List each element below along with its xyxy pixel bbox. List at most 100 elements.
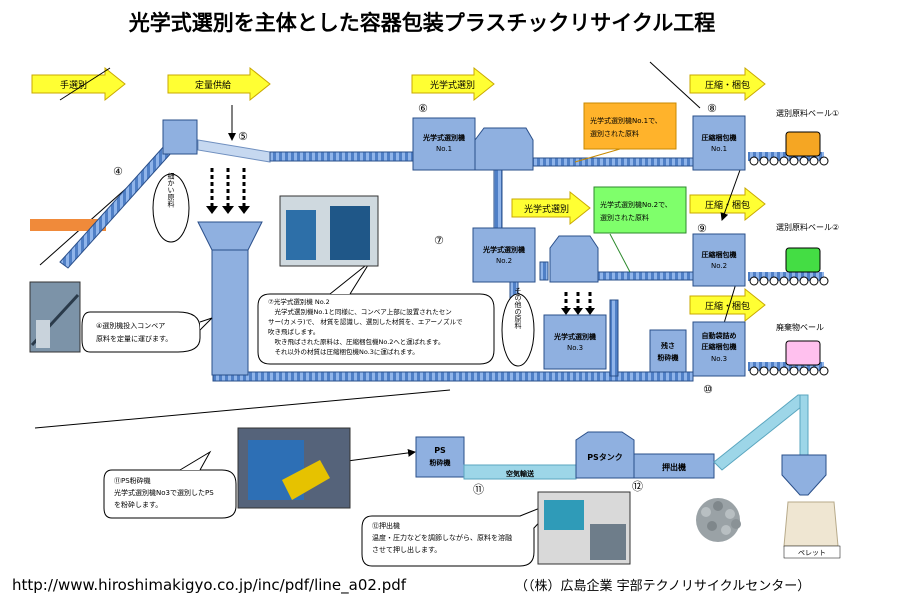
step-number-12: ⑫ xyxy=(632,480,643,493)
baler-3-label-2: 圧縮梱包機 xyxy=(702,342,737,351)
feed-hopper-box xyxy=(162,119,198,155)
callout-12: ⑫押出機 温度・圧力などを調節しながら、原料を溶融 させて押し出します。 xyxy=(361,499,561,567)
callout-7-line-2: 光学式選別機No.1と同様に、コンベア上部に設置されたセン xyxy=(268,307,452,316)
step-number-8: ⑧ xyxy=(707,102,717,115)
callout-7-line-6: それ以外の材質は圧縮梱包機No.3に運ばれます。 xyxy=(268,347,419,356)
baler-2-number: No.2 xyxy=(711,262,727,270)
callout-11-line-1: ⑪PS粉砕機 xyxy=(114,476,151,485)
falling-material-arrows xyxy=(210,168,246,208)
residue-crusher-label-1: 残さ xyxy=(661,341,675,350)
photo-pellets xyxy=(696,498,741,542)
step-number-4: ④ xyxy=(113,165,123,178)
residue-crusher-label-2: 粉砕機 xyxy=(658,353,679,362)
baler-1-number: No.1 xyxy=(711,145,727,153)
note-fine-material: 細かい原料 xyxy=(152,172,190,243)
page-title: 光学式選別を主体とした容器包装プラスチックリサイクル工程 xyxy=(128,11,716,35)
ps-tank-label: PSタンク xyxy=(587,452,623,462)
photo-feed-conveyor xyxy=(29,281,81,353)
baler-2: 圧縮梱包機 No.2 xyxy=(692,233,746,287)
callout-7-line-5: 吹き飛ばされた原料は、圧縮梱包機No.2へと運ばれます。 xyxy=(268,337,444,346)
residue-crusher: 残さ 粉砕機 xyxy=(649,329,687,373)
roller-beds xyxy=(749,156,829,376)
step-number-7: ⑦ xyxy=(434,234,444,247)
baler-3: 自動袋詰め 圧縮梱包機 No.3 xyxy=(692,321,746,377)
optical-sorter-3-label: 光学式選別機 xyxy=(553,332,596,341)
step-number-10: ⑩ xyxy=(703,383,713,396)
output-bale-1: 選別原料ベール① xyxy=(776,108,839,157)
arrow-compress-1: 圧縮・梱包 xyxy=(689,66,766,102)
fine-material-column xyxy=(211,249,249,376)
note-other-material-text: その他の原料 xyxy=(514,287,522,330)
callout-4: ④選別機投入コンベア 原料を定量に運びます。 xyxy=(81,311,213,353)
optical-sorter-1-number: No.1 xyxy=(436,145,452,153)
photo-pellet-bag: ペレット xyxy=(783,501,841,559)
ps-crusher: PS 粉砕機 xyxy=(415,436,465,478)
note-fine-material-text: 細かい原料 xyxy=(167,172,175,209)
optical-sorter-1-hood xyxy=(474,127,534,171)
arrow-optical-sort-1: 光学式選別 xyxy=(411,66,495,102)
ps-crusher-label-1: PS xyxy=(434,446,446,455)
arrow-quantitative-feed: 定量供給 xyxy=(167,66,271,102)
fine-material-funnel xyxy=(197,221,263,251)
callout-11: ⑪PS粉砕機 光学式選別機No3で選別したPS を粉砕します。 xyxy=(103,450,237,519)
footer-credit: （（株）広島企業 宇部テクノリサイクルセンター） xyxy=(515,578,810,594)
step-number-9: ⑨ xyxy=(697,222,707,235)
baler-3-number: No.3 xyxy=(711,355,727,363)
footer-url[interactable]: http://www.hiroshimakigyo.co.jp/inc/pdf/… xyxy=(12,576,407,595)
arrow-quantitative-feed-label: 定量供給 xyxy=(195,79,231,91)
photo-optical-sorter xyxy=(279,195,379,267)
callout-11-line-2: 光学式選別機No3で選別したPS xyxy=(114,488,214,497)
callout-7: ⑦光学式選別機 No.2 光学式選別機No.1と同様に、コンベア上部に設置された… xyxy=(257,261,495,365)
pellet-label: ペレット xyxy=(798,549,826,557)
note-box-sorter-2: 光学式選別機No.2で、 選別された原料 xyxy=(593,186,687,234)
step-number-11: ⑪ xyxy=(473,483,484,496)
optical-sorter-3: 光学式選別機 No.3 xyxy=(543,314,607,370)
note-box-sorter-1-line-2: 選別された原料 xyxy=(590,129,639,138)
arrow-optical-sort-1-label: 光学式選別 xyxy=(430,79,475,91)
arrow-compress-3-label: 圧縮・梱包 xyxy=(705,300,750,312)
extruder-label: 押出機 xyxy=(662,462,686,472)
callout-12-line-1: ⑫押出機 xyxy=(372,521,400,530)
optical-sorter-3-number: No.3 xyxy=(567,344,583,352)
photo-ps-crusher xyxy=(237,427,351,509)
callout-4-line-2: 原料を定量に運びます。 xyxy=(96,334,172,343)
optical-sorter-2: 光学式選別機 No.2 xyxy=(472,227,536,283)
optical-sorter-1: 光学式選別機 No.1 xyxy=(412,117,476,171)
optical-sorter-2-label: 光学式選別機 xyxy=(482,245,525,254)
output-waste-bale: 廃棄物ベール xyxy=(776,322,824,366)
output-bale-2-label: 選別原料ベール② xyxy=(776,222,839,232)
callout-12-line-3: させて押し出します。 xyxy=(372,545,441,554)
ps-tank: PSタンク xyxy=(575,431,635,479)
callout-7-line-4: 吹き飛ばします。 xyxy=(268,327,319,336)
arrow-manual-sort-label: 手選別 xyxy=(60,79,87,91)
baler-1-label: 圧縮梱包機 xyxy=(702,133,737,142)
air-transport-pipe: 空気輸送 xyxy=(463,464,577,480)
output-waste-bale-label: 廃棄物ベール xyxy=(776,322,824,332)
arrow-optical-sort-2: 光学式選別 xyxy=(511,190,591,226)
arrow-optical-sort-2-label: 光学式選別 xyxy=(524,203,569,215)
arrow-compress-3: 圧縮・梱包 xyxy=(689,287,766,323)
note-box-sorter-1-line-1: 光学式選別機No.1で、 xyxy=(590,116,662,125)
optical-sorter-1-label: 光学式選別機 xyxy=(422,133,465,142)
arrow-manual-sort: 手選別 xyxy=(31,66,126,102)
ps-crusher-label-2: 粉砕機 xyxy=(430,458,451,467)
output-bale-2: 選別原料ベール② xyxy=(776,222,839,273)
note-box-sorter-2-line-2: 選別された原料 xyxy=(600,213,649,222)
extruder: 押出機 xyxy=(633,453,715,479)
step-number-6: ⑥ xyxy=(418,102,428,115)
note-box-sorter-1: 光学式選別機No.1で、 選別された原料 xyxy=(583,102,677,150)
baler-2-label: 圧縮梱包機 xyxy=(702,250,737,259)
callout-4-line-1: ④選別機投入コンベア xyxy=(96,321,165,330)
photo-extruder xyxy=(537,491,631,565)
arrow-compress-1-label: 圧縮・梱包 xyxy=(705,79,750,91)
callout-7-line-3: サー(カメラ)で、 材質を認識し、選別した材質を、エアーノズルで xyxy=(268,317,463,326)
optical-sorter-2-number: No.2 xyxy=(496,257,512,265)
pellet-silo xyxy=(781,454,827,496)
optical-sorter-2-hood xyxy=(549,235,599,283)
air-transport-label: 空気輸送 xyxy=(506,469,535,478)
baler-1: 圧縮梱包機 No.1 xyxy=(692,115,746,171)
baler-3-label-1: 自動袋詰め xyxy=(702,331,737,340)
note-other-material: その他の原料 xyxy=(501,287,535,367)
hand-sort-belt xyxy=(30,219,106,231)
